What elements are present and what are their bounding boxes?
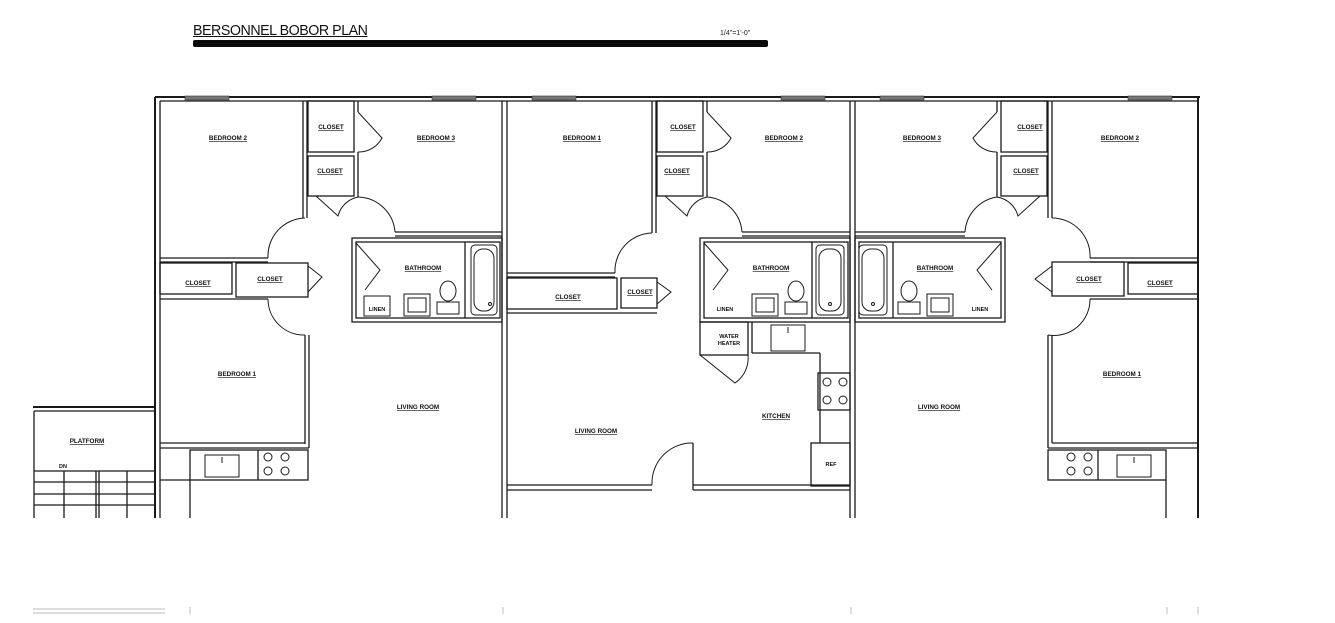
room-label-l-dn: DN [59,464,67,470]
room-labels: BEDROOM 2 CLOSET BEDROOM 3 CLOSET CLOSET CLOS… [59,124,1173,470]
left-unit-walls [159,100,503,518]
room-label-r-bathroom: BATHROOM [917,265,954,272]
right-unit-walls [854,100,1199,518]
room-label-r-closet-b: CLOSET [1013,168,1039,175]
room-label-c-bedroom-1: BEDROOM 1 [563,135,602,142]
room-label-l-closet-a: CLOSET [318,124,344,131]
drawing-title: BERSONNEL BOBOR PLAN [193,22,368,39]
bottom-tick-marks [33,607,1199,614]
room-label-c-closet-a: CLOSET [670,124,696,131]
center-unit-doors [614,111,749,486]
room-label-l-linen: LINEN [369,307,386,313]
room-label-c-closet-d: CLOSET [627,289,653,296]
room-label-c-water-heater: HEATER [718,341,740,347]
room-label-l-living-room: LIVING ROOM [397,404,439,411]
room-label-r-closet-a: CLOSET [1017,124,1043,131]
room-label-r-linen: LINEN [972,307,989,313]
right-unit-fixtures [858,244,1152,478]
left-unit-doors [267,111,396,336]
room-label-l-bedroom-3: BEDROOM 3 [417,135,456,142]
windows [184,95,1173,101]
room-label-c-water-heater: WATER [719,334,738,340]
room-label-c-bathroom: BATHROOM [753,265,790,272]
room-label-r-bedroom-1: BEDROOM 1 [1103,371,1142,378]
room-label-r-bedroom-3: BEDROOM 3 [903,135,942,142]
room-label-c-bedroom-2: BEDROOM 2 [765,135,804,142]
center-unit-walls [506,100,851,491]
right-stove [1066,452,1093,476]
room-label-c-ref: REF [826,462,838,468]
room-label-c-closet-c: CLOSET [555,294,581,301]
room-label-l-platform: PLATFORM [70,438,105,445]
title-underline-bar [193,40,768,47]
right-unit-doors [964,111,1091,336]
center-unit-fixtures [751,244,848,405]
left-unit-fixtures [33,244,498,518]
drawing-scale: 1/4"=1'-0" [720,30,751,37]
room-label-c-linen: LINEN [717,307,734,313]
room-label-l-closet-b: CLOSET [317,168,343,175]
room-label-l-closet-d: CLOSET [257,276,283,283]
stairs [34,470,155,518]
room-label-r-living-room: LIVING ROOM [918,404,960,411]
left-stove [263,452,290,476]
room-label-c-living-room: LIVING ROOM [575,428,617,435]
room-label-c-closet-b: CLOSET [664,168,690,175]
room-label-c-kitchen: KITCHEN [762,413,790,420]
exterior-walls [154,96,1200,518]
center-stove [822,377,848,405]
room-label-r-bedroom-2: BEDROOM 2 [1101,135,1140,142]
room-label-r-closet-c: CLOSET [1076,276,1102,283]
room-label-l-bedroom-1: BEDROOM 1 [218,371,257,378]
room-label-r-closet-d: CLOSET [1147,280,1173,287]
room-label-l-closet-c: CLOSET [185,280,211,287]
room-label-l-bathroom: BATHROOM [405,265,442,272]
room-label-l-bedroom-2: BEDROOM 2 [209,135,248,142]
